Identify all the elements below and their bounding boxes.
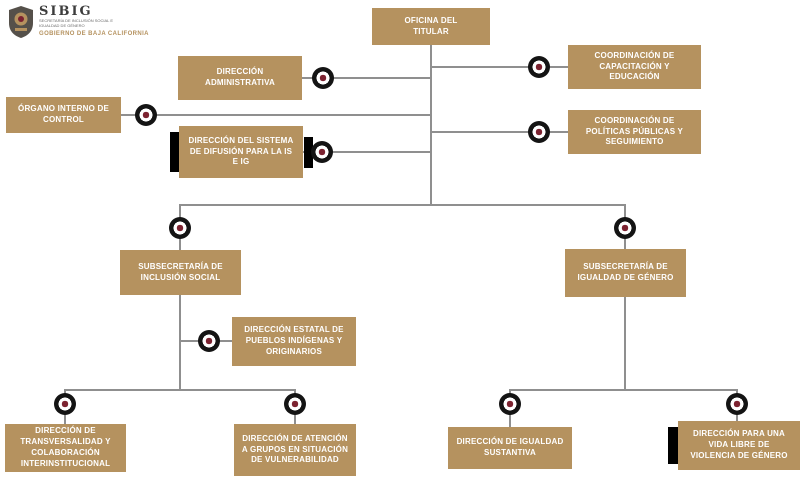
- connector-node: [135, 104, 157, 126]
- connector-line: [121, 114, 431, 116]
- connector-node: [311, 141, 333, 163]
- connector-line: [430, 45, 432, 205]
- connector-node: [198, 330, 220, 352]
- org-box-direccion-atencion-grupos: DIRECCIÓN DE ATENCIÓN A GRUPOS EN SITUAC…: [234, 424, 356, 476]
- accent-bar: [170, 132, 179, 172]
- org-box-oficina-del-titular: OFICINA DEL TITULAR: [372, 8, 490, 45]
- accent-bar: [304, 137, 313, 168]
- logo-acronym: SIBIG: [39, 4, 93, 19]
- connector-node: [169, 217, 191, 239]
- org-box-direccion-transversalidad: DIRECCIÓN DE TRANSVERSALIDAD Y COLABORAC…: [5, 424, 126, 472]
- state-seal-icon: [8, 5, 34, 44]
- connector-node: [528, 56, 550, 78]
- connector-line: [303, 151, 431, 153]
- org-box-direccion-pueblos-indigenas: DIRECCIÓN ESTATAL DE PUEBLOS INDÍGENAS Y…: [232, 317, 356, 366]
- org-box-subsecretaria-igualdad-genero: SUBSECRETARÍA DE IGUALDAD DE GÉNERO: [565, 249, 686, 297]
- logo-tagline: SECRETARÍA DE INCLUSIÓN SOCIAL E IGUALDA…: [39, 18, 114, 28]
- connector-node: [528, 121, 550, 143]
- connector-node: [726, 393, 748, 415]
- connector-node: [614, 217, 636, 239]
- connector-node: [284, 393, 306, 415]
- connector-line: [431, 66, 568, 68]
- sibig-logo: SIBIG SECRETARÍA DE INCLUSIÓN SOCIAL E I…: [8, 5, 149, 44]
- connector-node: [312, 67, 334, 89]
- connector-line: [624, 297, 626, 391]
- connector-node: [499, 393, 521, 415]
- connector-line: [65, 389, 296, 391]
- connector-node: [54, 393, 76, 415]
- org-box-organo-interno-control: ÓRGANO INTERNO DE CONTROL: [6, 97, 121, 133]
- org-box-coordinacion-politicas: COORDINACIÓN DE POLÍTICAS PÚBLICAS Y SEG…: [568, 110, 701, 154]
- logo-government: GOBIERNO DE BAJA CALIFORNIA: [39, 30, 149, 37]
- org-box-direccion-administrativa: DIRECCIÓN ADMINISTRATIVA: [178, 56, 302, 100]
- org-box-subsecretaria-inclusion-social: SUBSECRETARÍA DE INCLUSIÓN SOCIAL: [120, 250, 241, 295]
- org-box-direccion-igualdad-sustantiva: DIRECCIÓN DE IGUALDAD SUSTANTIVA: [448, 427, 572, 469]
- org-box-coordinacion-capacitacion: COORDINACIÓN DE CAPACITACIÓN Y EDUCACIÓN: [568, 45, 701, 89]
- connector-line: [431, 131, 568, 133]
- connector-line: [179, 295, 181, 391]
- connector-line: [302, 77, 431, 79]
- connector-line: [180, 204, 626, 206]
- connector-line: [510, 389, 738, 391]
- accent-bar: [668, 427, 678, 464]
- org-box-direccion-difusion: DIRECCIÓN DEL SISTEMA DE DIFUSIÓN PARA L…: [179, 126, 303, 178]
- org-box-direccion-vida-libre-violencia: DIRECCIÓN PARA UNA VIDA LIBRE DE VIOLENC…: [678, 421, 800, 470]
